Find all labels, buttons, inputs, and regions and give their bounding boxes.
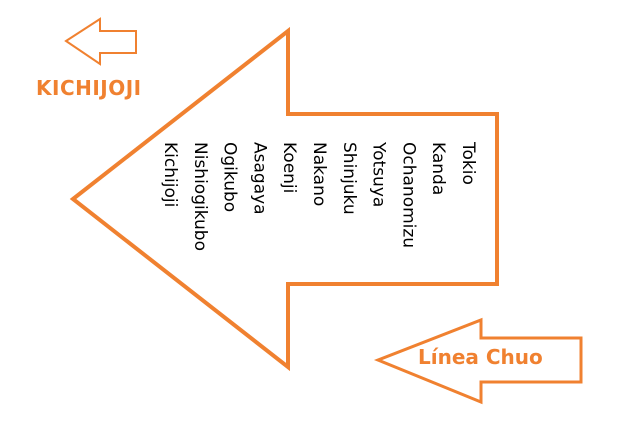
destination-label: KICHIJOJI: [36, 76, 142, 100]
station-tokio: Tokio: [457, 142, 478, 185]
station-nakano: Nakano: [308, 142, 329, 207]
station-yotsuya: Yotsuya: [368, 142, 389, 208]
station-nishiogikubo: Nishiogikubo: [189, 142, 210, 251]
station-koenji: Koenji: [279, 142, 300, 194]
station-shinjuku: Shinjuku: [338, 142, 359, 215]
station-kichijoji: Kichijoji: [160, 142, 180, 208]
station-asagaya: Asagaya: [249, 142, 270, 215]
station-ochanomizu: Ochanomizu: [398, 142, 419, 249]
station-ogikubo: Ogikubo: [219, 142, 240, 213]
station-list: Tokio Kanda Ochanomizu Yotsuya Shinjuku …: [160, 142, 478, 274]
line-arrow: [373, 317, 583, 405]
main-direction-arrow: [69, 26, 499, 372]
direction-arrow-small: [64, 17, 137, 66]
station-kanda: Kanda: [428, 142, 449, 196]
line-name-label: Línea Chuo: [418, 345, 543, 369]
